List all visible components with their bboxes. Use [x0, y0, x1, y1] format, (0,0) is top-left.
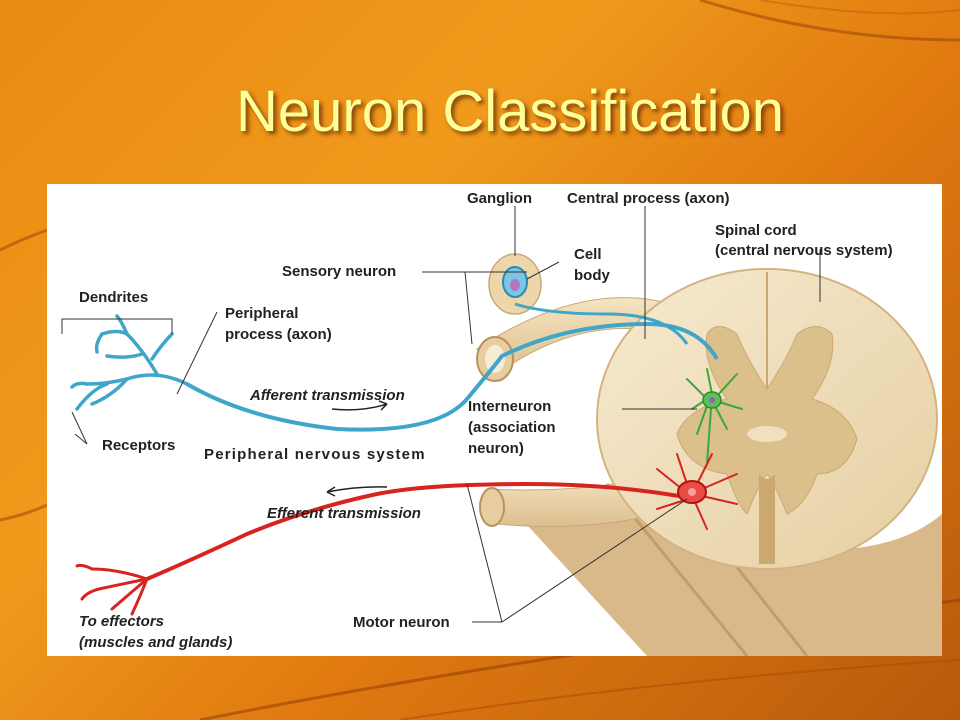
leader-lines — [61, 206, 821, 623]
label-association: (association — [468, 419, 556, 436]
label-efferent-transmission: Efferent transmission — [267, 505, 421, 522]
spinal-cord-column — [517, 484, 942, 656]
afferent-arrow — [331, 403, 388, 411]
label-interneuron-neuron: neuron) — [468, 440, 524, 457]
neuron-illustration — [61, 206, 942, 656]
label-peripheral: Peripheral — [225, 305, 299, 322]
grey-matter — [676, 326, 858, 515]
sensory-central-process — [514, 302, 689, 345]
label-muscles-and-glands: (muscles and glands) — [79, 634, 233, 651]
label-sensory-neuron: Sensory neuron — [282, 263, 397, 280]
neuron-diagram: Ganglion Central process (axon) Spinal c… — [47, 184, 942, 656]
central-canal — [747, 426, 787, 442]
label-peripheral-nervous-system: Peripheral nervous system — [204, 446, 426, 463]
label-interneuron: Interneuron — [468, 398, 552, 415]
label-afferent-transmission: Afferent transmission — [250, 387, 405, 404]
motor-terminals — [75, 563, 149, 616]
motor-neuron-dendrites — [656, 453, 738, 530]
efferent-arrow — [326, 486, 388, 493]
sensory-peripheral-axon — [185, 321, 719, 432]
sensory-dendrites — [70, 314, 189, 411]
label-to-effectors: To effectors — [79, 613, 165, 630]
slide-title: Neuron Classification — [235, 79, 785, 144]
motor-axon — [146, 481, 680, 581]
label-central-process: Central process (axon) — [567, 190, 730, 207]
interneuron-cell — [686, 368, 743, 465]
label-peripheral-process: process (axon) — [225, 326, 332, 343]
label-dendrites: Dendrites — [79, 289, 149, 306]
label-spinal-cord-cns: (central nervous system) — [715, 242, 893, 259]
anterior-median-fissure — [759, 474, 775, 564]
label-ganglion: Ganglion — [467, 190, 532, 207]
label-spinal-cord: Spinal cord — [715, 222, 797, 239]
label-motor-neuron: Motor neuron — [353, 614, 450, 631]
label-cell-body: body — [574, 267, 610, 284]
label-receptors: Receptors — [102, 437, 176, 454]
label-cell: Cell — [574, 246, 602, 263]
